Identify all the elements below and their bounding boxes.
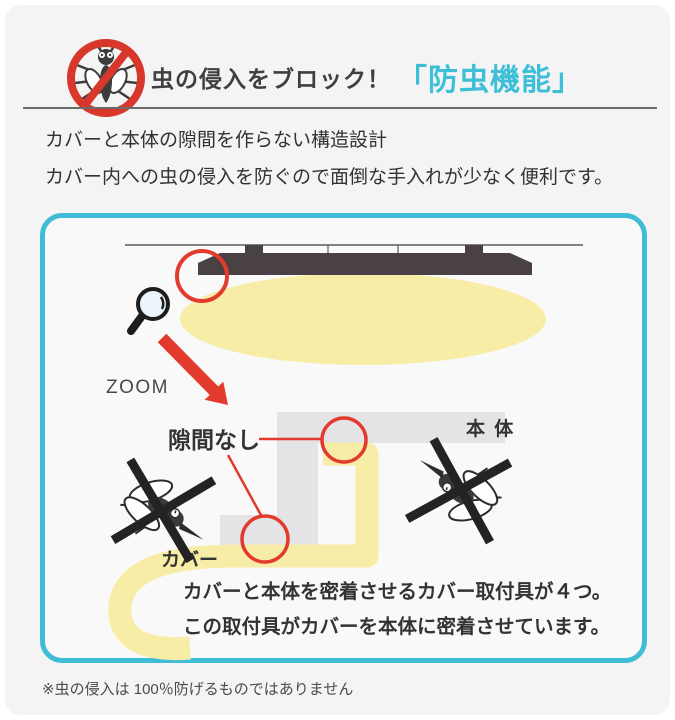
card-background: 虫の侵入をブロック！ 「防虫機能」 カバーと本体の隙間を作らない構造設計 カバー…: [5, 5, 670, 715]
header-lead: 虫の侵入をブロック！: [151, 66, 391, 92]
prohibition-ring: [67, 39, 145, 117]
page-title: 「防虫機能」: [397, 64, 583, 97]
highlight-circle-fixture: [175, 249, 229, 303]
mounting-bracket: [220, 443, 318, 545]
illustration-scene: ZOOM 隙間なし 本 体 カバー: [40, 244, 583, 661]
cover-band: [108, 442, 379, 661]
diagram-caption: カバーと本体を密着させるカバー取付具が４つ。 この取付具がカバーを本体に密着させ…: [183, 575, 623, 645]
unit-label: 本 体: [466, 417, 515, 440]
description-line-2: カバー内への虫の侵入を防ぐので面倒な手入れが少なく便利です。: [45, 167, 614, 188]
light-glow: [180, 273, 546, 365]
highlight-circle-bottom-joint: [240, 514, 290, 564]
description-line-1: カバーと本体の隙間を作らない構造設計: [45, 130, 388, 151]
gap-label: 隙間なし: [168, 427, 260, 453]
description: カバーと本体の隙間を作らない構造設計 カバー内への虫の侵入を防ぐので面倒な手入れ…: [45, 122, 645, 196]
blocked-mosquito-right: [402, 437, 514, 544]
prohibition-slash: [80, 47, 132, 109]
zoom-label: ZOOM: [106, 377, 169, 398]
gap-pointer-line-bottom: [226, 454, 264, 518]
ceiling-light-fixture: [198, 245, 532, 275]
illustration-box: ZOOM 隙間なし 本 体 カバー カバーと: [40, 213, 647, 663]
header-divider: [23, 107, 657, 109]
highlight-circle-top-joint: [320, 416, 368, 464]
zoom-arrow: [157, 333, 228, 405]
header: 虫の侵入をブロック！ 「防虫機能」: [151, 47, 651, 107]
magnifier-icon: [127, 287, 170, 335]
caption-line-2: この取付具がカバーを本体に密着させています。: [183, 616, 611, 638]
caption-line-1: カバーと本体を密着させるカバー取付具が４つ。: [183, 581, 612, 603]
footnote: ※虫の侵入は 100％防げるものではありません: [42, 681, 354, 698]
no-insect-icon: [67, 39, 145, 117]
